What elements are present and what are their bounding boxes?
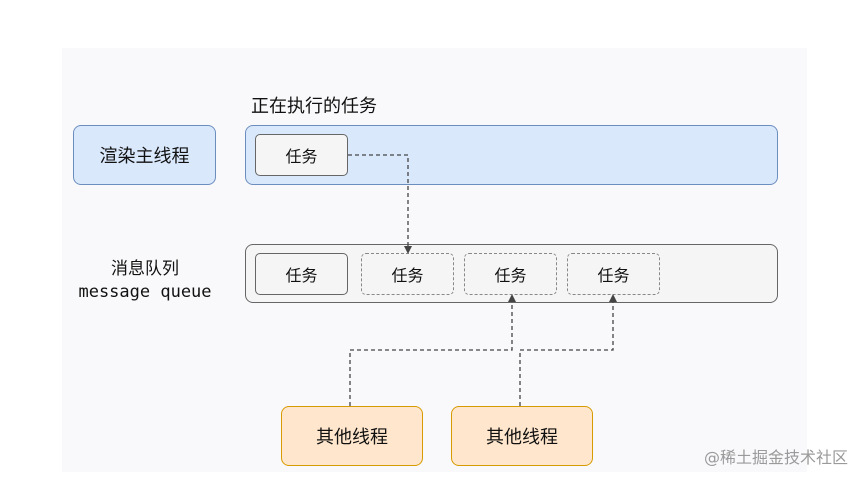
message-queue-title-cn: 消息队列 (111, 259, 179, 279)
arrow-thread2-to-queue (519, 294, 617, 406)
arrow-task-to-queue (348, 154, 412, 254)
running-task-title: 正在执行的任务 (251, 96, 377, 117)
queue-task-3: 任务 (464, 253, 557, 295)
main-thread-label: 渲染主线程 (73, 125, 216, 185)
current-task: 任务 (255, 134, 348, 176)
watermark-text: @稀土掘金技术社区 (703, 448, 848, 467)
message-queue-title: 消息队列 message queue (60, 258, 230, 304)
other-thread-2: 其他线程 (451, 406, 593, 466)
arrow-thread1-to-queue (349, 294, 516, 406)
other-thread-1: 其他线程 (281, 406, 423, 466)
message-queue-title-en: message queue (78, 281, 212, 302)
queue-task-1: 任务 (255, 253, 348, 295)
